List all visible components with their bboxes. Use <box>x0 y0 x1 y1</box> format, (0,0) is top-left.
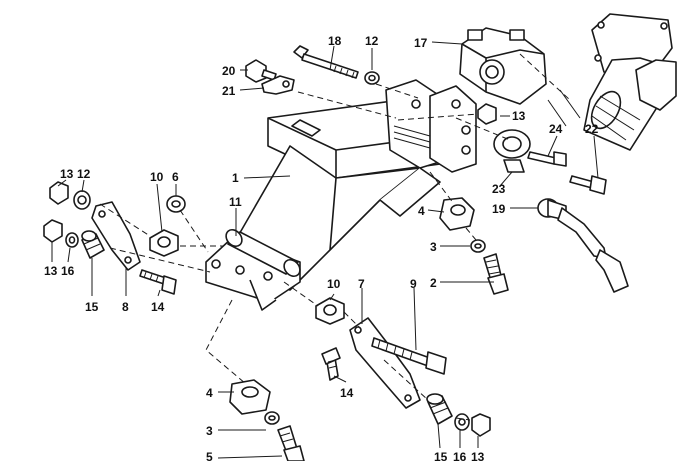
leader-lines <box>51 41 599 459</box>
lever-19 <box>537 198 629 293</box>
callout-4: 4 <box>206 386 213 400</box>
callout-17: 17 <box>414 36 428 50</box>
spacer-15-lower <box>426 393 453 425</box>
callout-10: 10 <box>150 170 164 184</box>
callout-13: 13 <box>60 167 74 181</box>
callout-5: 5 <box>206 450 213 461</box>
callout-12: 12 <box>365 34 379 48</box>
callout-18: 18 <box>328 34 342 48</box>
bushing-23 <box>493 129 531 173</box>
callout-15: 15 <box>434 450 448 461</box>
assembly-lines <box>99 53 571 421</box>
callout-14: 14 <box>340 386 354 400</box>
clip-21 <box>261 75 295 95</box>
callout-9: 9 <box>410 277 417 291</box>
bolt-22 <box>569 175 607 195</box>
bushing-10-left <box>149 229 179 257</box>
callout-1: 1 <box>232 171 239 185</box>
callout-7: 7 <box>358 277 365 291</box>
plate-8 <box>91 201 141 271</box>
bolt-20 <box>245 59 277 83</box>
callout-labels: 18 12 17 20 21 13 24 22 1 13 12 10 6 23 … <box>44 34 599 461</box>
spacer-15-left <box>81 230 105 259</box>
bracket-17 <box>459 27 547 105</box>
washer-12-left <box>73 190 91 210</box>
callout-13: 13 <box>512 109 526 123</box>
callout-10: 10 <box>327 277 341 291</box>
bolt-9 <box>371 337 447 375</box>
callout-14: 14 <box>151 300 165 314</box>
callout-21: 21 <box>222 84 236 98</box>
bolt-14-left <box>139 269 177 295</box>
bolt-2 <box>483 253 509 295</box>
bolt-5 <box>277 425 305 461</box>
callout-13: 13 <box>44 264 58 278</box>
washer-16-lower <box>454 413 470 431</box>
bolt-14-lower <box>321 347 341 381</box>
callout-3: 3 <box>430 240 437 254</box>
callout-3: 3 <box>206 424 213 438</box>
callout-12: 12 <box>77 167 91 181</box>
washer-3-upper <box>470 239 486 253</box>
callout-24: 24 <box>549 122 563 136</box>
washer-3-lower <box>264 411 280 425</box>
callout-8: 8 <box>122 300 129 314</box>
washer-16-left <box>65 232 79 248</box>
callout-11: 11 <box>229 195 242 209</box>
callout-16: 16 <box>453 450 467 461</box>
mount-4-lower <box>229 379 271 415</box>
bolt-24 <box>527 151 567 167</box>
bushing-10-lower <box>315 297 345 325</box>
steering-column <box>547 13 677 151</box>
bolt-18 <box>293 45 359 79</box>
callout-13: 13 <box>471 450 485 461</box>
callout-16: 16 <box>61 264 75 278</box>
callout-2: 2 <box>430 276 437 290</box>
callout-6: 6 <box>172 170 179 184</box>
callout-20: 20 <box>222 64 236 78</box>
washer-12-top <box>364 71 380 85</box>
nut-13-left-top <box>49 181 69 205</box>
washer-6 <box>166 195 186 213</box>
plate-7 <box>349 317 421 409</box>
callout-23: 23 <box>492 182 506 196</box>
callout-15: 15 <box>85 300 99 314</box>
callout-4: 4 <box>418 204 425 218</box>
nut-13-left-bottom <box>43 219 63 243</box>
nut-13-right <box>477 103 497 125</box>
nut-13-lower <box>471 413 491 437</box>
mount-4-upper <box>439 197 475 231</box>
callout-22: 22 <box>585 122 599 136</box>
callout-19: 19 <box>492 202 506 216</box>
